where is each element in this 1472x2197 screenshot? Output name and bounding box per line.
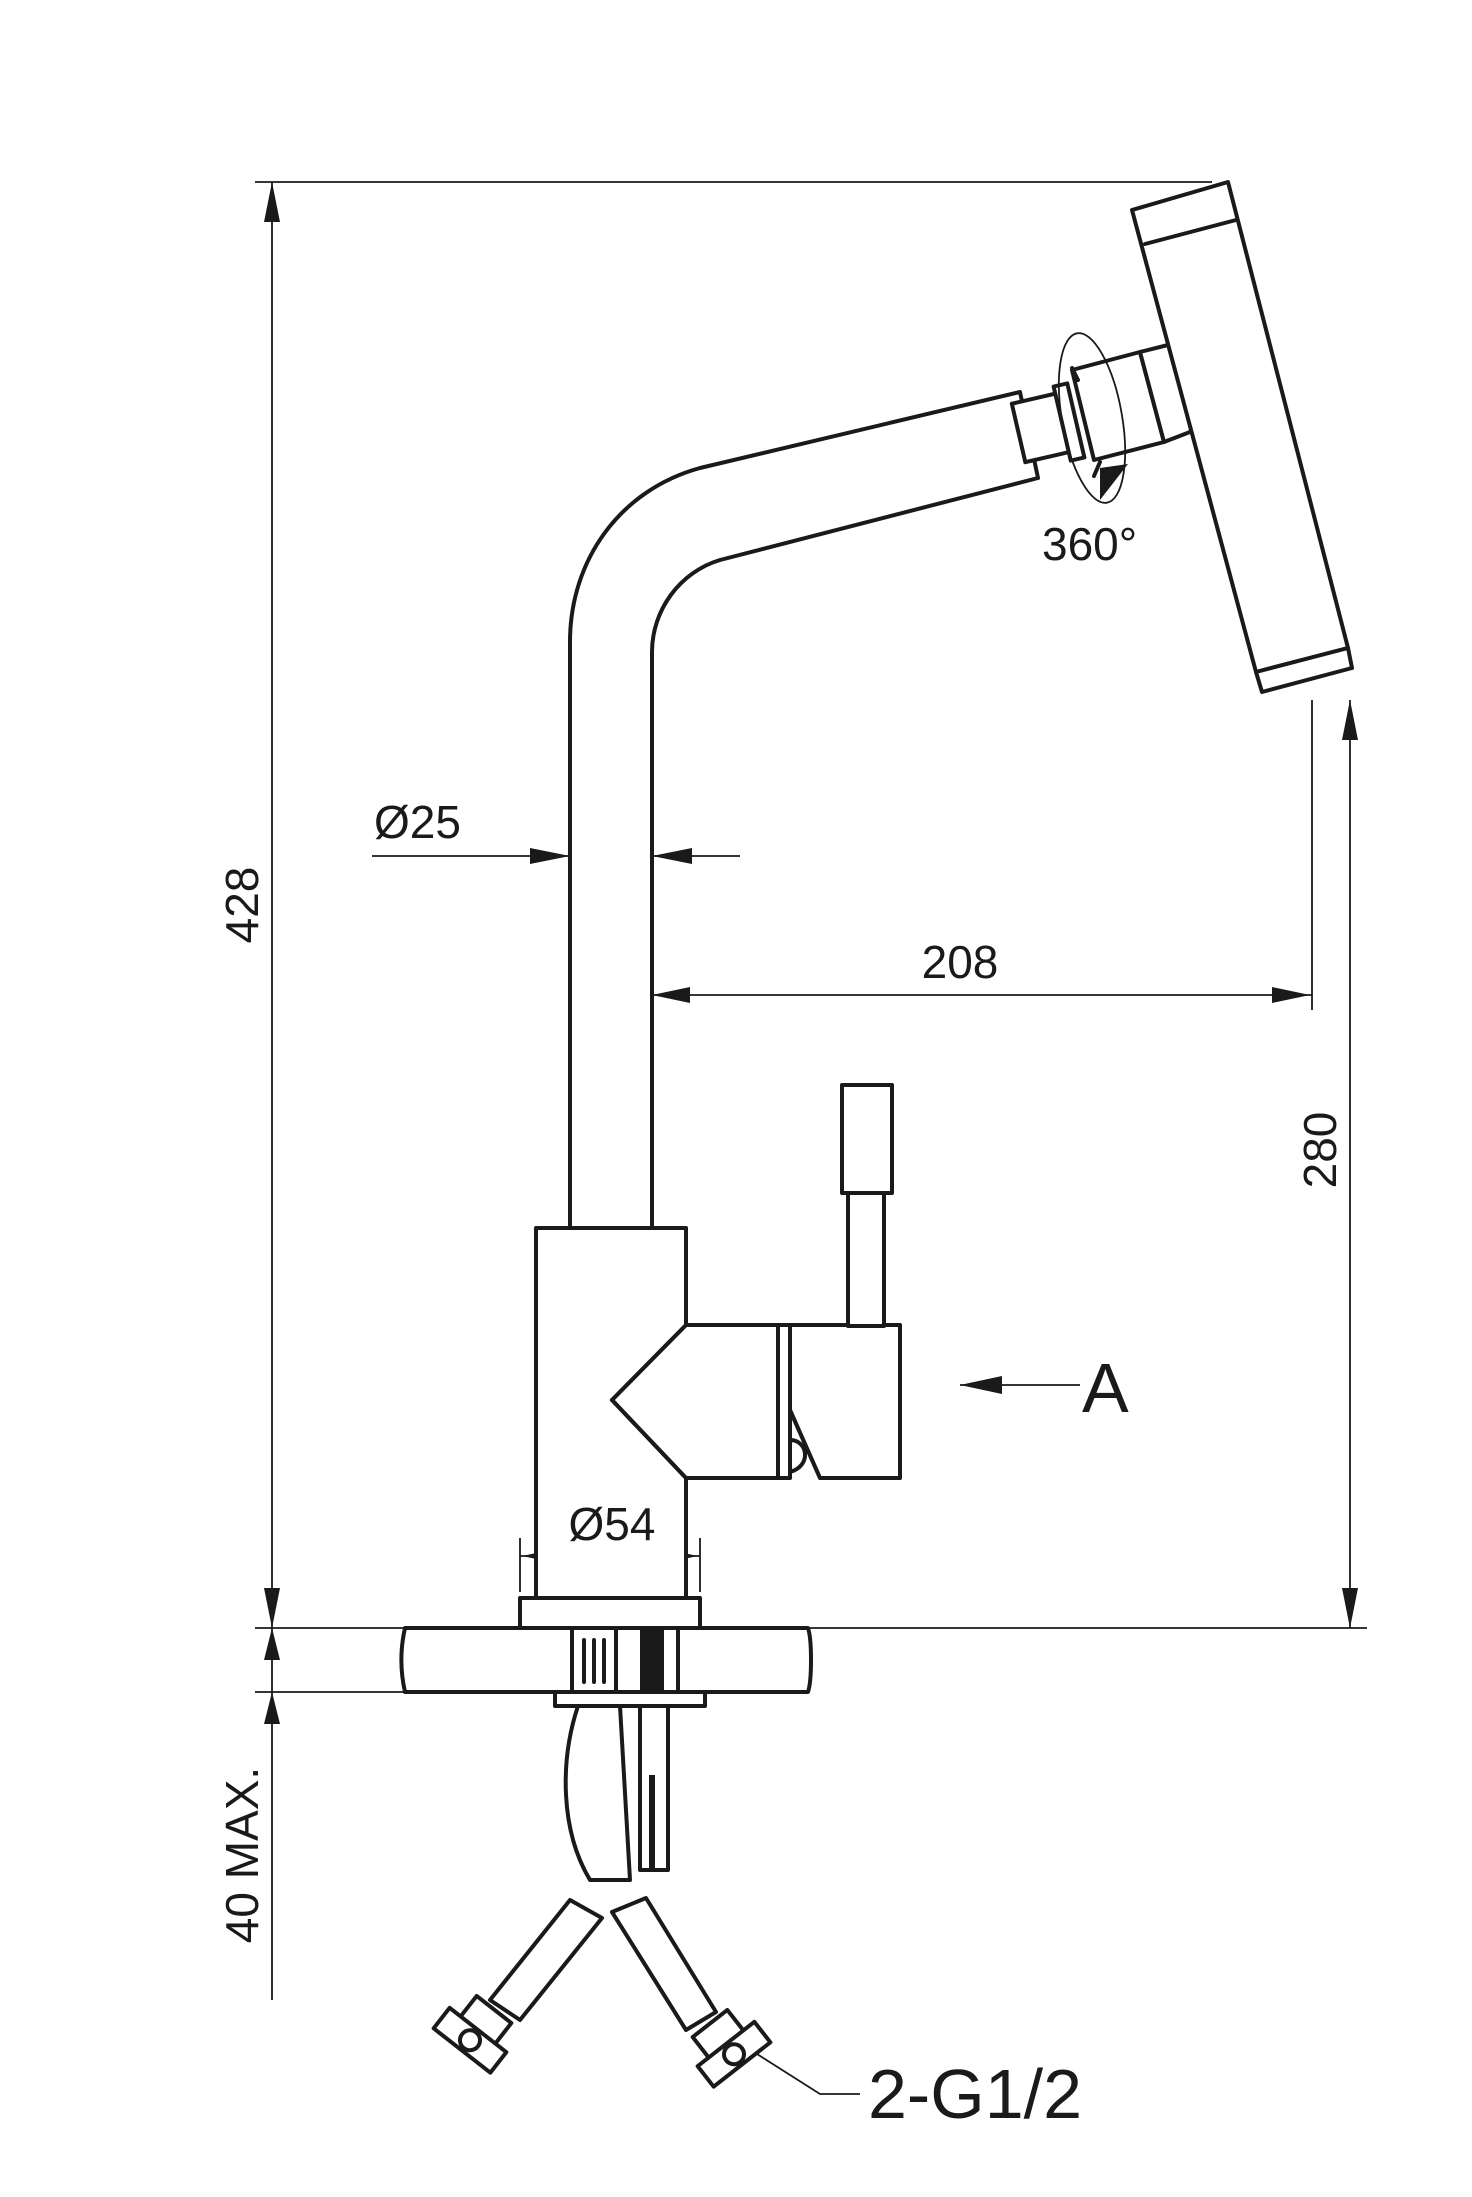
label-swivel: 360° [1042, 518, 1137, 570]
label-height-total: 428 [216, 867, 268, 944]
base-ring [518, 1596, 702, 1630]
lever-tip [840, 1083, 894, 1195]
label-deck-thickness: 40 MAX. [216, 1767, 268, 1943]
label-diameter-spout: Ø25 [374, 796, 461, 848]
label-diameter-base: Ø54 [569, 1498, 656, 1550]
dimension-labels: 428 Ø25 208 360° 280 A Ø54 40 MAX. 2-G1/… [216, 518, 1346, 2133]
label-reach: 208 [922, 936, 999, 988]
label-spout-height: 280 [1294, 1112, 1346, 1189]
spout-tube [568, 390, 1040, 1230]
label-view-marker: A [1082, 1349, 1129, 1427]
supply-hoses [431, 1704, 773, 2089]
label-connections: 2-G1/2 [868, 2055, 1082, 2133]
lever-stem [846, 1188, 886, 1328]
countertop-section [399, 1626, 813, 1708]
faucet [518, 180, 1354, 1630]
